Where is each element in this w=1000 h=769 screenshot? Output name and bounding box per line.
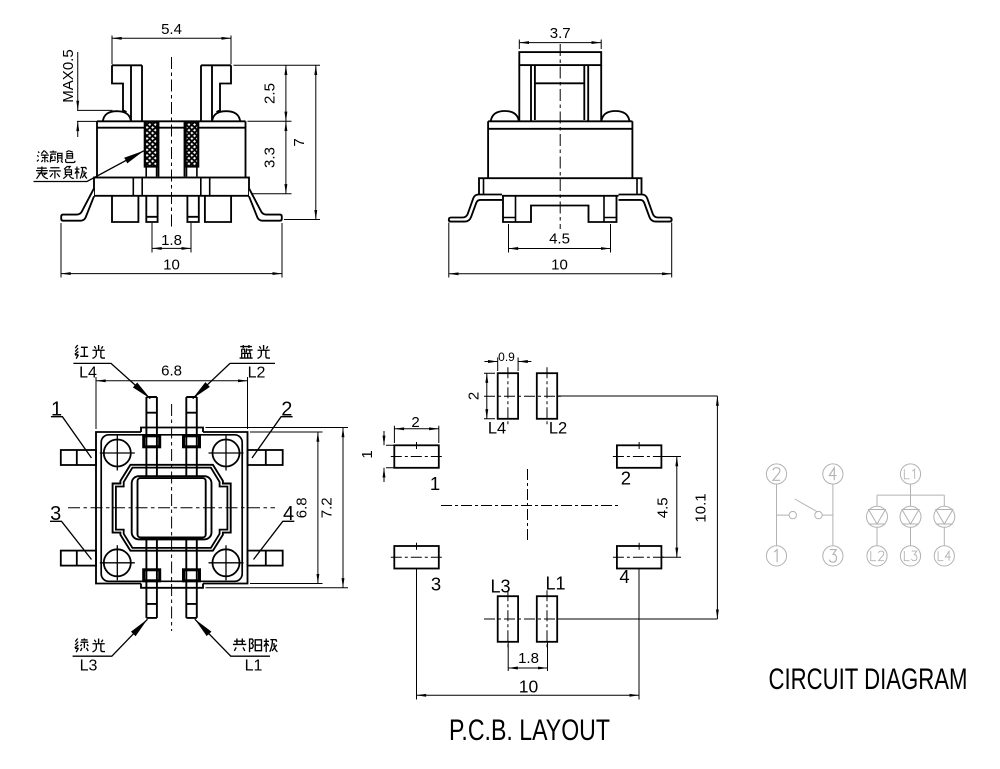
svg-text:L3: L3: [80, 658, 98, 675]
svg-text:2: 2: [465, 392, 482, 400]
svg-text:5.4: 5.4: [161, 21, 182, 38]
svg-text:MAX0.5: MAX0.5: [60, 49, 77, 102]
svg-text:7.2: 7.2: [319, 497, 336, 518]
svg-text:6.8: 6.8: [161, 363, 182, 380]
svg-text:3.7: 3.7: [550, 25, 571, 42]
svg-text:L4: L4: [79, 365, 97, 382]
svg-text:3: 3: [50, 503, 61, 525]
svg-text:1: 1: [51, 398, 62, 420]
svg-text:1: 1: [359, 450, 376, 458]
svg-text:2: 2: [281, 398, 292, 420]
svg-text:4.5: 4.5: [655, 497, 672, 518]
svg-text:1.8: 1.8: [161, 232, 182, 249]
svg-text:3: 3: [431, 574, 441, 595]
svg-text:10.1: 10.1: [693, 493, 710, 522]
svg-text:4: 4: [283, 503, 294, 525]
svg-text:L2: L2: [248, 365, 266, 382]
svg-text:L2: L2: [549, 420, 567, 438]
svg-text:10: 10: [163, 257, 180, 274]
svg-text:2.5: 2.5: [262, 83, 279, 104]
svg-text:10: 10: [551, 257, 568, 274]
svg-text:1.8: 1.8: [518, 650, 539, 667]
svg-text:0.9: 0.9: [498, 350, 515, 364]
svg-text:2: 2: [411, 414, 419, 431]
svg-text:6.8: 6.8: [294, 497, 311, 518]
svg-text:L1: L1: [245, 658, 263, 675]
svg-text:4: 4: [619, 566, 629, 587]
svg-text:L1: L1: [545, 574, 565, 594]
svg-text:CIRCUIT DIAGRAM: CIRCUIT DIAGRAM: [769, 663, 968, 696]
svg-text:3.3: 3.3: [262, 147, 279, 168]
svg-text:L3: L3: [490, 577, 510, 597]
svg-text:7: 7: [291, 138, 308, 146]
svg-text:L4: L4: [488, 420, 506, 438]
svg-text:1: 1: [430, 473, 440, 494]
svg-text:2: 2: [621, 468, 631, 489]
svg-text:10: 10: [519, 677, 539, 697]
svg-text:4.5: 4.5: [549, 231, 570, 248]
svg-text:P.C.B. LAYOUT: P.C.B. LAYOUT: [449, 714, 610, 747]
